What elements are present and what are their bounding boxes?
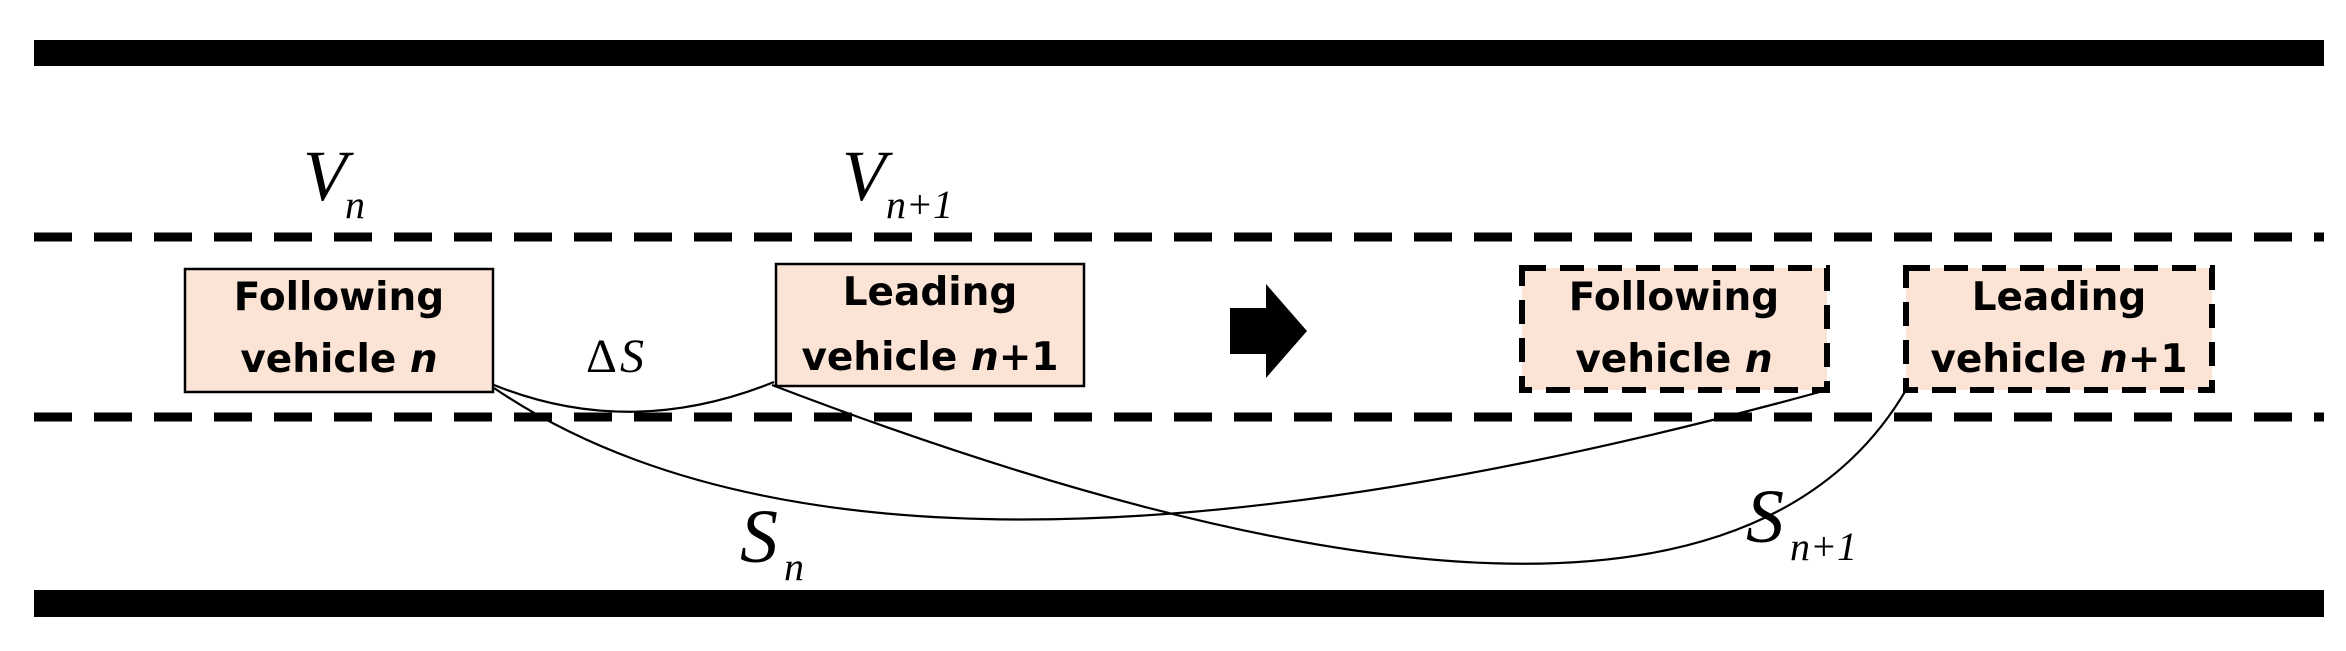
leading-vehicle-after-line2: vehicle n+1 <box>1930 337 2187 382</box>
following-vehicle-before-box <box>183 267 495 394</box>
following-vehicle-after-box <box>1519 265 1830 393</box>
leading-vehicle-after: Leading vehicle n+1 <box>1903 265 2215 393</box>
leading-vehicle-before-line1: Leading <box>843 270 1018 315</box>
right-arrow-icon <box>1230 284 1307 378</box>
following-vehicle-after-line1: Following <box>1569 275 1779 320</box>
label-delta-s: Δ S <box>586 330 644 383</box>
svg-text:n: n <box>345 182 365 227</box>
svg-text:V: V <box>842 136 893 216</box>
delta-s-curve <box>493 380 775 413</box>
s-n-curve <box>493 387 1828 521</box>
leading-vehicle-after-box <box>1903 265 2215 393</box>
svg-text:S: S <box>740 495 778 579</box>
following-vehicle-before-line1: Following <box>234 275 444 320</box>
following-vehicle-after-line2: vehicle n <box>1575 337 1772 382</box>
svg-text:Δ: Δ <box>586 330 617 383</box>
leading-vehicle-before-line2: vehicle n+1 <box>801 335 1058 380</box>
svg-text:V: V <box>303 136 354 216</box>
leading-vehicle-before: Leading vehicle n+1 <box>774 262 1086 388</box>
label-s-n1: S n+1 <box>1746 475 1857 569</box>
road-top-edge <box>34 40 2324 66</box>
svg-text:n+1: n+1 <box>886 182 953 227</box>
svg-text:S: S <box>620 330 644 383</box>
leading-vehicle-before-box <box>774 262 1086 388</box>
following-vehicle-before: Following vehicle n <box>183 267 495 394</box>
svg-text:n+1: n+1 <box>1790 524 1857 569</box>
svg-text:n: n <box>784 544 804 589</box>
leading-vehicle-after-line1: Leading <box>1972 275 2147 320</box>
road-bottom-edge <box>34 590 2324 617</box>
svg-text:S: S <box>1746 475 1784 559</box>
s-n1-curve <box>771 383 1907 565</box>
following-vehicle-before-line2: vehicle n <box>240 337 437 382</box>
following-vehicle-after: Following vehicle n <box>1519 265 1830 393</box>
label-v-n: V n <box>303 136 365 227</box>
label-s-n: S n <box>740 495 804 589</box>
label-v-n1: V n+1 <box>842 136 953 227</box>
